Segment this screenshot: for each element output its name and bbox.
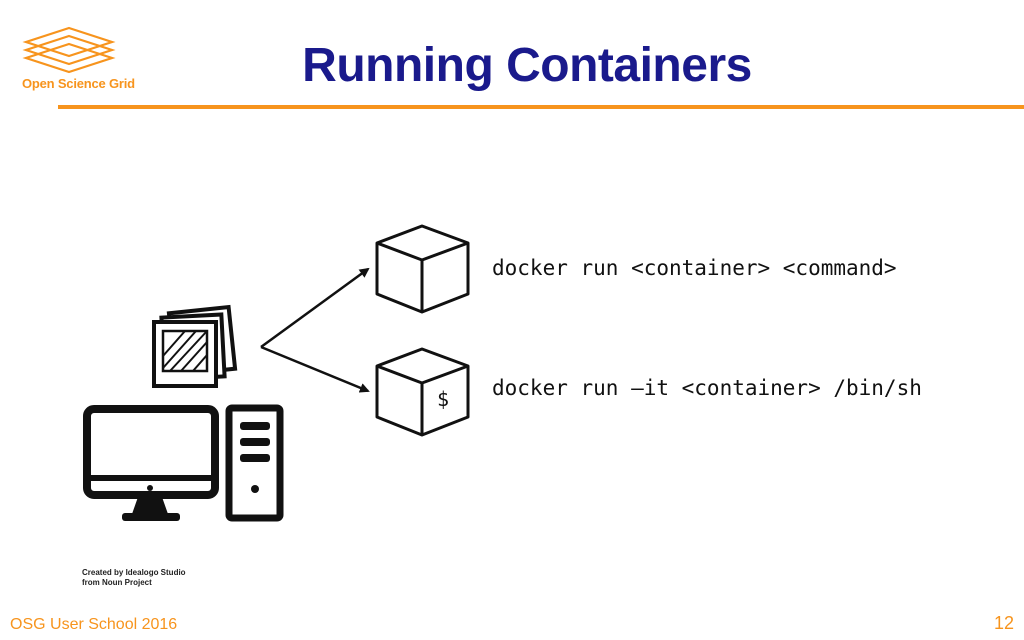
logo-text: Open Science Grid bbox=[22, 76, 135, 91]
header-rule bbox=[58, 105, 1024, 109]
footer-event-name: OSG User School 2016 bbox=[10, 616, 178, 633]
monitor-icon bbox=[83, 405, 219, 521]
container-cube-icon bbox=[375, 224, 470, 314]
arrow-to-container-2 bbox=[260, 345, 370, 393]
docker-run-interactive-command: docker run –it <container> /bin/sh bbox=[492, 376, 922, 400]
icon-credit: Created by Idealogo Studio from Noun Pro… bbox=[82, 568, 186, 588]
credit-line-1: Created by Idealogo Studio bbox=[82, 568, 186, 577]
arrow-to-container-1 bbox=[260, 267, 370, 349]
credit-line-2: from Noun Project bbox=[82, 578, 152, 587]
image-stack-icon bbox=[152, 304, 238, 388]
osg-logo: Open Science Grid bbox=[22, 26, 162, 96]
slide-title: Running Containers bbox=[302, 39, 752, 92]
computer-tower-icon bbox=[225, 404, 284, 522]
osg-logo-icon bbox=[22, 26, 116, 74]
docker-run-command: docker run <container> <command> bbox=[492, 256, 897, 280]
shell-prompt-symbol: $ bbox=[437, 387, 449, 411]
page-number: 12 bbox=[993, 613, 1014, 633]
container-shell-cube-icon: $ bbox=[375, 347, 470, 437]
